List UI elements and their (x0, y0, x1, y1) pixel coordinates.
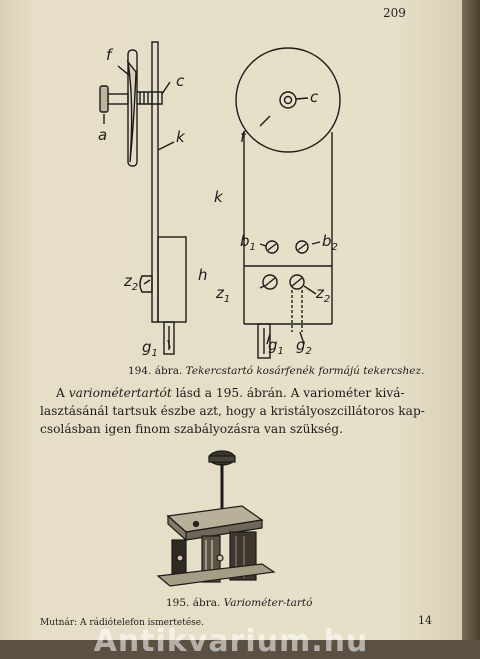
body-paragraph: A variométertartót lásd a 195. ábrán. A … (40, 384, 438, 438)
label-h: h (198, 266, 208, 284)
label-a: a (98, 126, 108, 144)
label-z2-front: z2 (316, 284, 331, 305)
book-edge (462, 0, 480, 640)
knob-shaft (107, 93, 129, 105)
screw-b2 (295, 240, 309, 254)
label-z2-side: z2 (124, 272, 139, 293)
label-c-side: c (176, 72, 185, 90)
screw-b1 (265, 240, 279, 254)
pin-g1-front (257, 323, 271, 359)
page-number: 209 (383, 6, 406, 20)
label-f-front: f (240, 128, 246, 146)
book-page: 209 (0, 0, 462, 659)
coil-disc-front (235, 47, 341, 153)
coil-disc-edge (127, 49, 138, 167)
pin-g1-side (163, 321, 175, 355)
label-b2: b2 (322, 232, 338, 253)
label-z1: z1 (216, 284, 231, 305)
screw-z1 (262, 274, 278, 290)
holder-h-side (157, 236, 187, 323)
bolt (137, 91, 163, 105)
label-g1-front: g1 (268, 336, 284, 357)
knob-a (99, 85, 109, 113)
center-screw-inner (283, 95, 293, 105)
label-c-front: c (310, 88, 319, 106)
screw-z2-front (289, 274, 305, 290)
caption-194: 194. ábra. Tekercstartó kosárfenék formá… (128, 365, 424, 377)
label-k-side: k (176, 128, 185, 146)
label-f-side: f (106, 46, 112, 64)
label-k-front: k (214, 188, 223, 206)
paragraph-line-1: A variométertartót lásd a 195. ábrán. A … (56, 386, 405, 400)
figure-194: f c a k z2 h g1 c f k b1 b2 z1 z2 g1 g2 (90, 32, 380, 362)
footer-book-title: Mutnár: A rádiótelefon ismertetése. (40, 618, 204, 628)
center-screw-outer (279, 91, 297, 109)
coil-plate-side (151, 41, 159, 323)
label-g2: g2 (296, 336, 312, 357)
term-variometertarto: variométertartót (68, 386, 172, 400)
label-b1: b1 (240, 232, 256, 253)
caption-194-number: 194. ábra. (128, 365, 183, 377)
footer-signature-number: 14 (418, 614, 432, 627)
paragraph-line-2: lasztásánál tartsuk észbe azt, hogy a kr… (40, 404, 425, 418)
screw-z2-side (139, 275, 153, 293)
figure-194-drawing (99, 41, 341, 359)
caption-195: 195. ábra. Variométer-tartó (166, 597, 312, 609)
coil-disc-side (126, 59, 137, 163)
caption-194-text: Tekercstartó kosárfenék formájú tekercsh… (185, 365, 425, 377)
variometer-holder-drawing (156, 450, 276, 587)
label-g1-side: g1 (142, 338, 158, 359)
caption-195-number: 195. ábra. (166, 597, 221, 609)
figure-195 (150, 440, 280, 590)
paragraph-line-3: csolásban igen finom szabályozásra van s… (40, 422, 343, 436)
caption-195-text: Variométer-tartó (223, 597, 313, 609)
watermark: Antikvarium.hu (93, 624, 369, 659)
holder-base (156, 563, 276, 587)
